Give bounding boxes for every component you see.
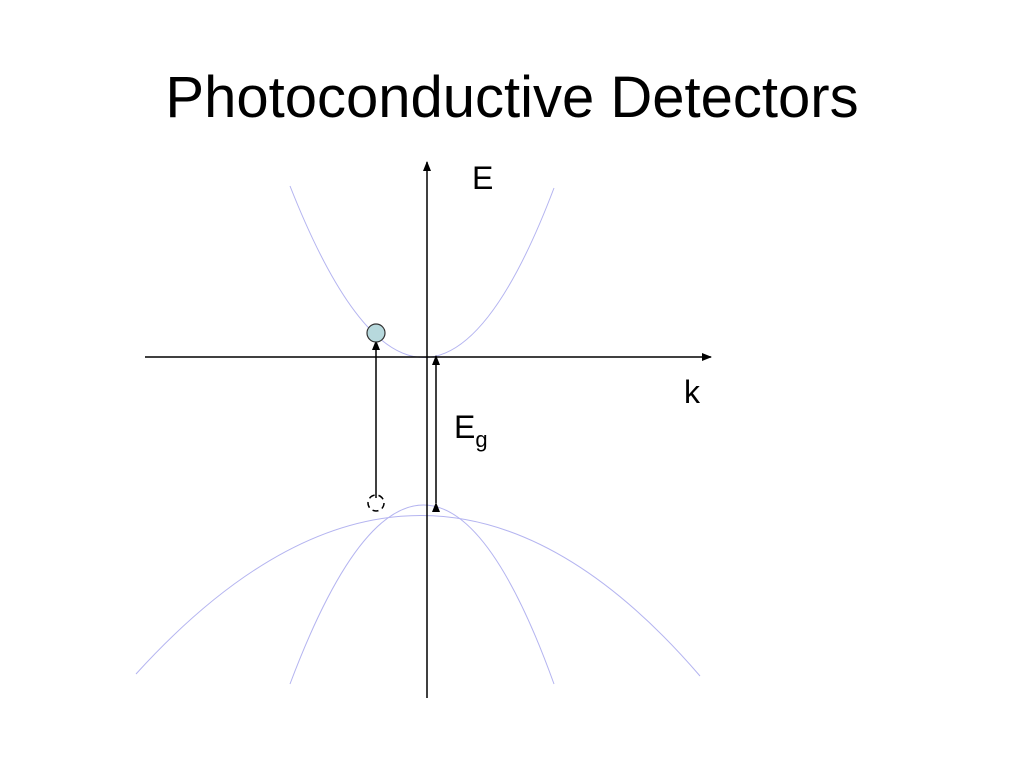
light-hole-band-curve: [289, 504, 555, 685]
bandgap-label: Eg: [454, 409, 488, 452]
energy-axis-label: E: [472, 160, 493, 196]
slide-title: Photoconductive Detectors: [165, 65, 859, 130]
bandgap-label-subscript: g: [475, 427, 487, 452]
electron-marker: [366, 323, 386, 343]
conduction-band-curve: [289, 185, 555, 358]
bandgap-label-main: E: [454, 409, 475, 445]
hole-marker: [367, 494, 385, 512]
heavy-hole-band-curve: [135, 515, 701, 677]
momentum-axis-label: k: [684, 374, 701, 410]
